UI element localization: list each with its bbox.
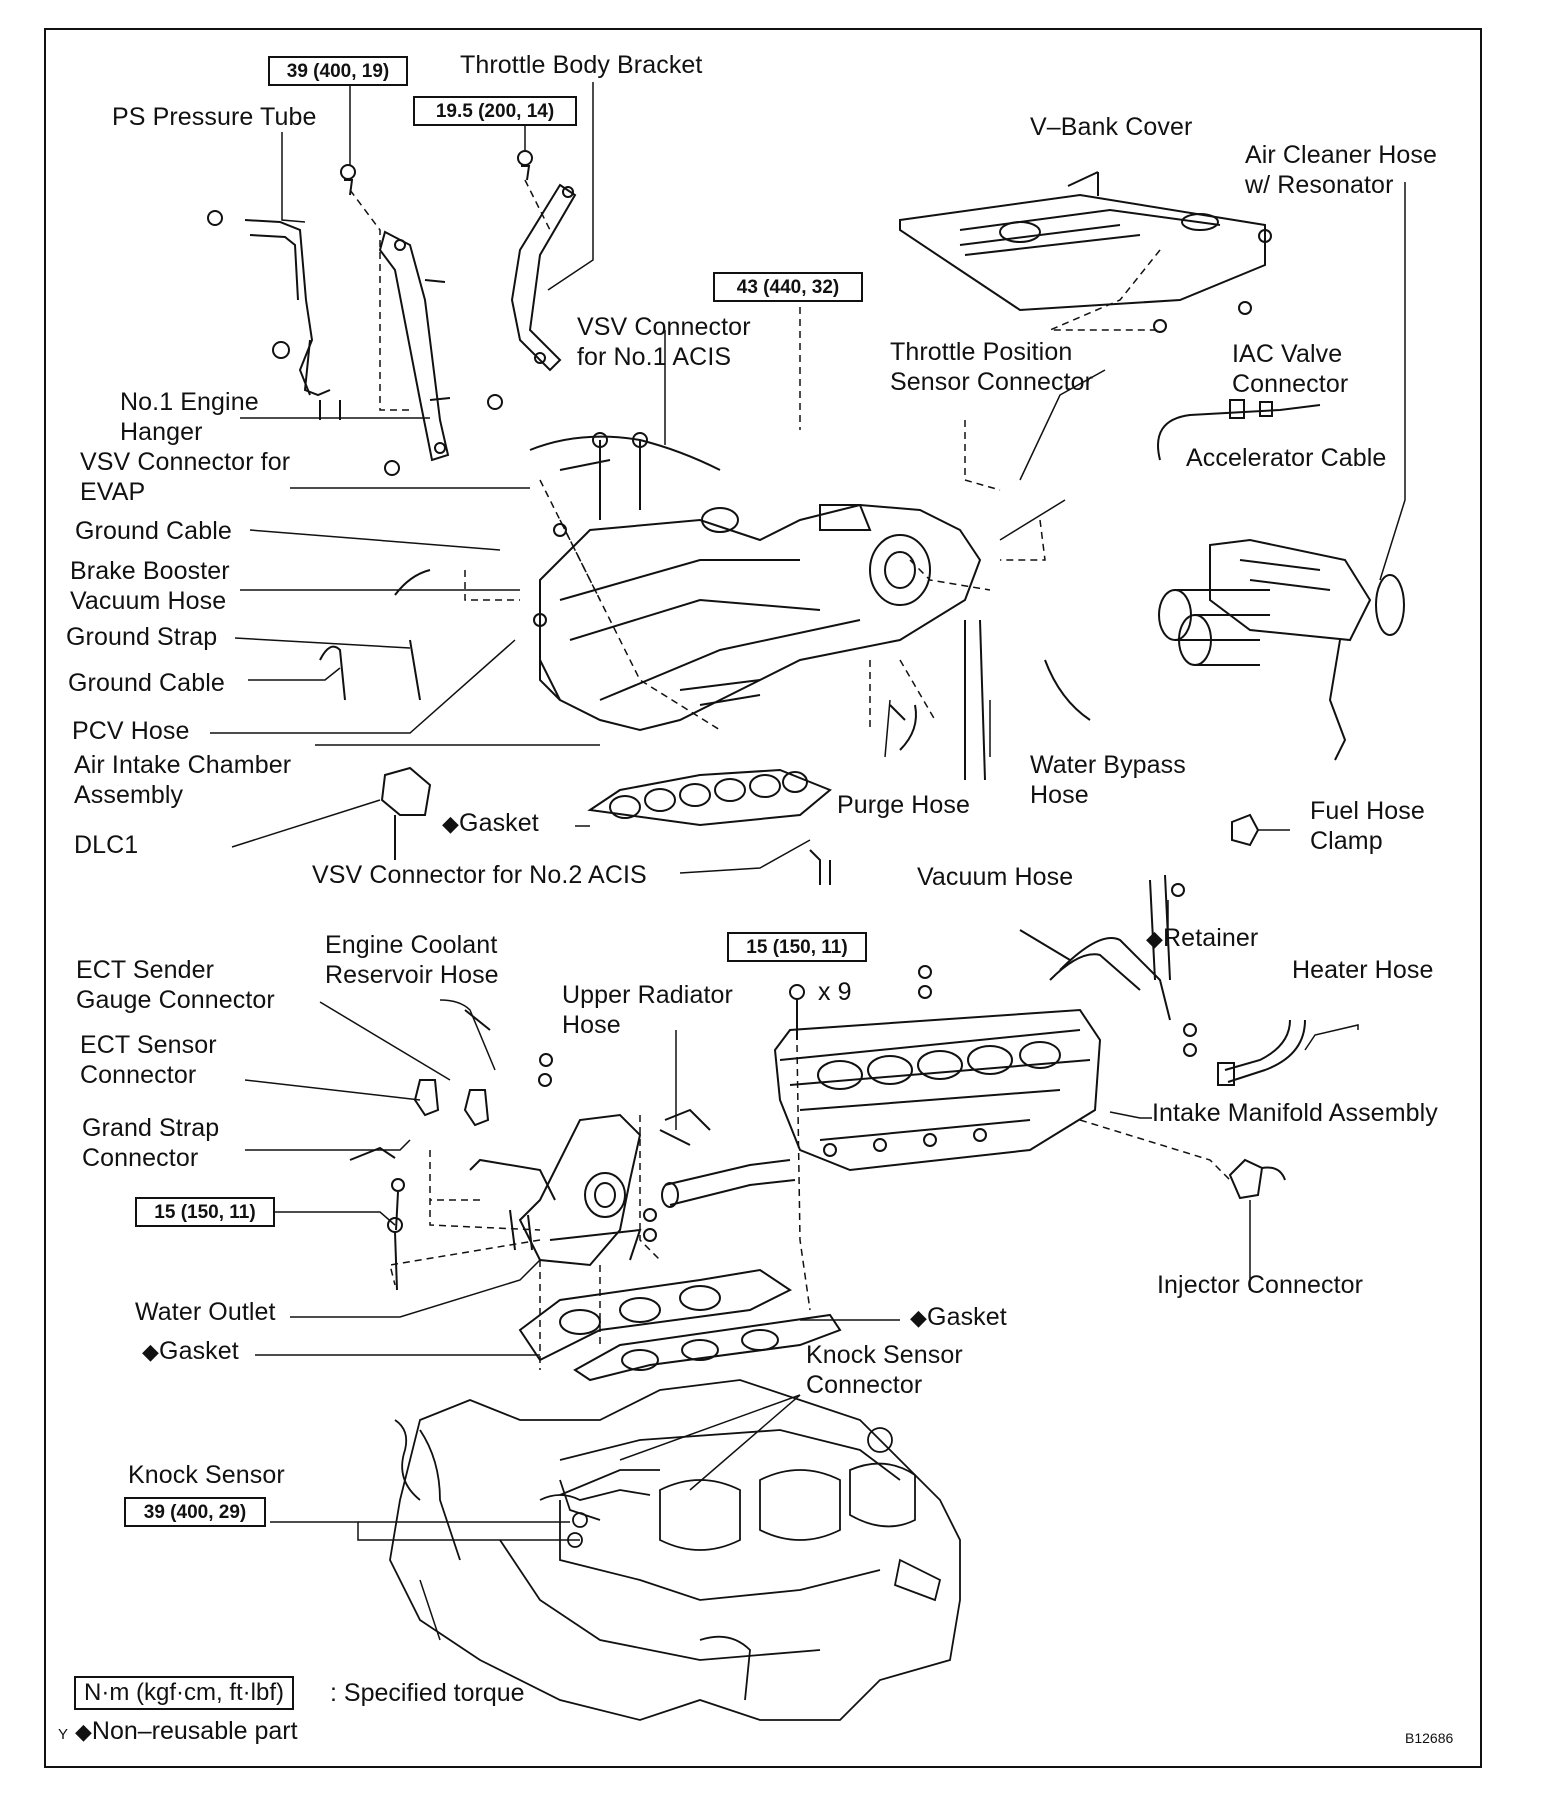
label-accelerator-cable: Accelerator Cable bbox=[1186, 444, 1387, 472]
label-knock-sensor: Knock Sensor bbox=[128, 1461, 285, 1489]
label-purge-hose: Purge Hose bbox=[837, 791, 971, 819]
fuel-hose-clamp-drawing bbox=[1231, 813, 1290, 847]
label-water-outlet: Water Outlet bbox=[135, 1298, 276, 1326]
diagram-frame bbox=[44, 28, 1482, 1768]
label-grand-strap: Grand Strap Connector bbox=[82, 1114, 220, 1172]
dlc1-drawing bbox=[380, 766, 432, 860]
accelerator-cable-drawing bbox=[1157, 399, 1321, 461]
diamond-icon: ◆ bbox=[910, 1305, 928, 1330]
diamond-icon: ◆ bbox=[1146, 926, 1164, 951]
torque-box: 15 (150, 11) bbox=[727, 932, 867, 962]
label-v-bank-cover: V–Bank Cover bbox=[1030, 113, 1193, 141]
bolts-top-left bbox=[340, 150, 533, 476]
non-reusable-legend: Y ◆Non–reusable part bbox=[58, 1717, 298, 1745]
dashed-lines-bottom bbox=[389, 1044, 1231, 1370]
label-heater-hose: Heater Hose bbox=[1292, 956, 1434, 984]
label-vsv-evap: VSV Connector for EVAP bbox=[80, 448, 291, 506]
intake-manifold-drawing bbox=[773, 874, 1171, 1172]
label-ground-cable-2: Ground Cable bbox=[68, 669, 225, 697]
label-injector-connector: Injector Connector bbox=[1157, 1271, 1364, 1299]
label-air-intake-chamber: Air Intake Chamber Assembly bbox=[74, 751, 292, 809]
upper-radiator-hose-drawing bbox=[659, 1108, 796, 1208]
label-dlc1: DLC1 bbox=[74, 831, 139, 859]
label-vacuum-hose: Vacuum Hose bbox=[917, 863, 1074, 891]
label-fuel-hose-clamp: Fuel Hose Clamp bbox=[1310, 797, 1425, 855]
label-throttle-position-sensor: Throttle Position Sensor Connector bbox=[890, 338, 1094, 396]
diamond-icon: ◆ bbox=[74, 1719, 92, 1744]
gasket-2-drawing bbox=[518, 1268, 792, 1362]
gasket-3-drawing bbox=[573, 1313, 842, 1382]
label-x9: x 9 bbox=[818, 978, 852, 1006]
small-hoses-center bbox=[319, 569, 1091, 885]
label-brake-booster-hose: Brake Booster Vacuum Hose bbox=[70, 557, 230, 615]
label-upper-radiator-hose: Upper Radiator Hose bbox=[562, 981, 733, 1039]
label-vsv-connector-acis2: VSV Connector for No.2 ACIS bbox=[312, 861, 647, 889]
label-gasket-1: ◆Gasket bbox=[442, 809, 539, 837]
label-air-cleaner-hose: Air Cleaner Hose w/ Resonator bbox=[1245, 141, 1437, 199]
label-throttle-body-bracket: Throttle Body Bracket bbox=[460, 51, 703, 79]
leaders-top-left bbox=[210, 75, 1406, 874]
label-ground-cable-1: Ground Cable bbox=[75, 517, 232, 545]
torque-box: 19.5 (200, 14) bbox=[413, 96, 577, 126]
label-knock-sensor-connector: Knock Sensor Connector bbox=[806, 1341, 963, 1399]
throttle-body-bracket-drawing bbox=[510, 183, 577, 372]
leaders-bottom bbox=[244, 900, 1359, 1641]
label-ps-pressure-tube: PS Pressure Tube bbox=[112, 103, 317, 131]
diamond-icon: ◆ bbox=[142, 1339, 160, 1364]
engine-block-drawing bbox=[389, 1379, 961, 1721]
corner-mark: Y bbox=[58, 1726, 69, 1743]
ect-connectors-drawing bbox=[349, 1009, 556, 1201]
intake-gasket-1-drawing bbox=[587, 768, 832, 827]
heater-hose-drawing bbox=[1217, 1019, 1306, 1086]
bolts-bottom bbox=[387, 883, 1197, 1291]
label-engine-hanger: No.1 Engine Hanger bbox=[120, 388, 259, 446]
torque-box: 39 (400, 19) bbox=[268, 56, 408, 86]
engine-hanger-drawing bbox=[378, 230, 451, 462]
label-intake-manifold: Intake Manifold Assembly bbox=[1152, 1099, 1438, 1127]
v-bank-cover-drawing bbox=[899, 171, 1272, 333]
assembly-dashed-lines bbox=[349, 179, 1161, 731]
label-ect-sender: ECT Sender Gauge Connector bbox=[76, 956, 275, 1014]
label-vsv-connector-acis1: VSV Connector for No.1 ACIS bbox=[577, 313, 751, 371]
label-coolant-reservoir-hose: Engine Coolant Reservoir Hose bbox=[325, 931, 499, 989]
label-ground-strap: Ground Strap bbox=[66, 623, 218, 651]
label-water-bypass-hose: Water Bypass Hose bbox=[1030, 751, 1186, 809]
ps-pressure-tube-drawing bbox=[207, 210, 341, 420]
torque-box: 43 (440, 32) bbox=[713, 272, 863, 302]
torque-box: 39 (400, 29) bbox=[124, 1497, 266, 1527]
air-intake-chamber-drawing bbox=[529, 432, 982, 732]
torque-box: 15 (150, 11) bbox=[135, 1197, 275, 1227]
label-pcv-hose: PCV Hose bbox=[72, 717, 190, 745]
label-retainer: ◆Retainer bbox=[1146, 924, 1259, 952]
torque-legend-box: N·m (kgf·cm, ft·lbf) bbox=[74, 1676, 294, 1710]
label-iac-valve: IAC Valve Connector bbox=[1232, 340, 1349, 398]
torque-legend-text: : Specified torque bbox=[330, 1679, 525, 1707]
label-ect-sensor: ECT Sensor Connector bbox=[80, 1031, 217, 1089]
injector-connector-drawing bbox=[1228, 1158, 1286, 1200]
water-outlet-drawing bbox=[509, 1113, 642, 1267]
diamond-icon: ◆ bbox=[442, 811, 460, 836]
air-cleaner-hose-drawing bbox=[1158, 538, 1405, 761]
label-gasket-3: ◆Gasket bbox=[910, 1303, 1007, 1331]
label-gasket-2: ◆Gasket bbox=[142, 1337, 239, 1365]
figure-reference: B12686 bbox=[1405, 1730, 1454, 1746]
